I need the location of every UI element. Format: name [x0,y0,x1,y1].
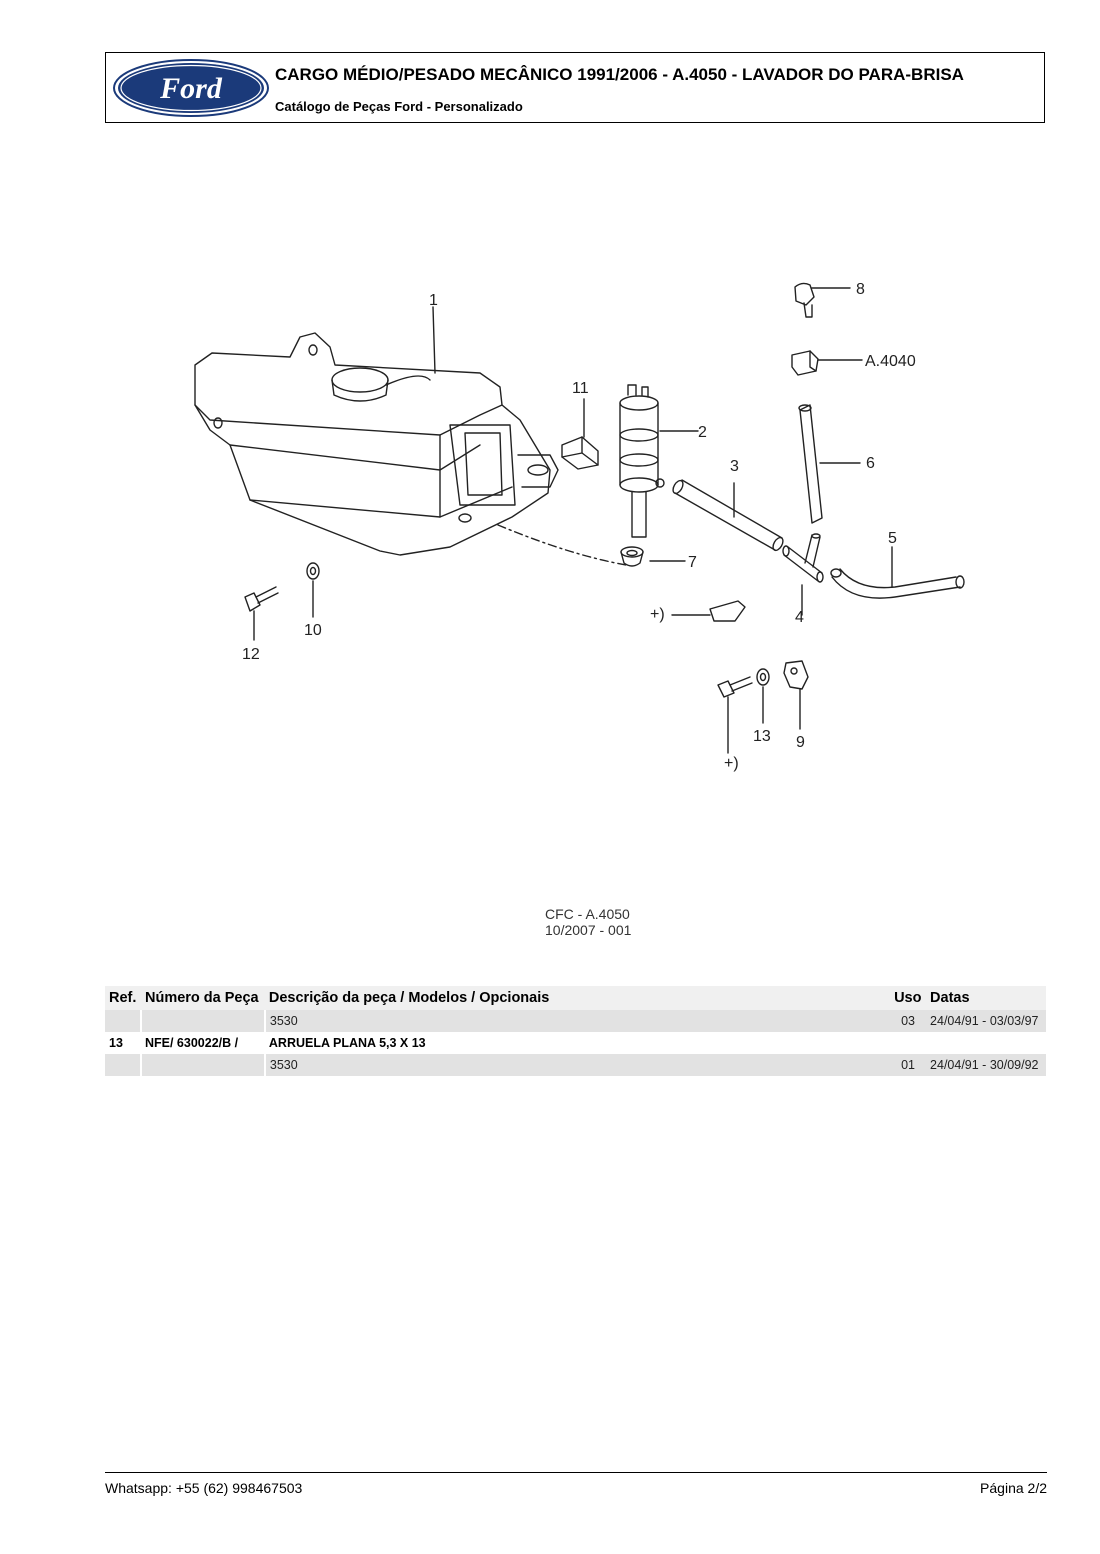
callout-12: 12 [242,646,260,663]
cell-dates [926,1032,1046,1054]
electrical-connector [561,436,599,470]
table-row: 13 NFE/ 630022/B / ARRUELA PLANA 5,3 X 1… [105,1032,1046,1054]
header-uso: Uso [890,986,927,1010]
cell-part [140,1010,266,1032]
cell-dates: 24/04/91 - 30/09/92 [926,1054,1046,1076]
footer-divider [105,1472,1047,1473]
callout-a4040: A.4040 [865,353,916,370]
callout-8: 8 [856,281,865,298]
header-ref: Ref. [105,986,141,1010]
callout-plus-cover: +) [650,606,665,623]
callout-13: 13 [753,728,771,745]
callout-5: 5 [888,530,897,547]
footer-page-number: Página 2/2 [980,1480,1047,1496]
t-connector [782,533,824,583]
clamp-9 [783,660,809,690]
cell-ref [105,1010,142,1032]
cell-ref: 13 [105,1032,141,1054]
logo-text: Ford [159,72,223,105]
washer-pump [619,384,665,538]
caption-line-1: CFC - A.4050 [545,906,630,922]
bolt-12 [244,586,279,612]
bolt-plus [717,676,753,698]
cell-uso: 01 [890,1054,927,1076]
exploded-parts-diagram: 1 2 3 4 5 6 7 8 9 10 11 12 13 A.4040 +) … [194,281,965,772]
callout-plus-bolt: +) [724,755,739,772]
washer-10 [306,562,320,580]
washer-13 [756,668,770,686]
hose-5 [831,576,961,599]
callout-10: 10 [304,622,322,639]
callout-2: 2 [698,424,707,441]
protective-cover [709,600,746,622]
hose-6 [799,404,823,524]
callout-7: 7 [688,554,697,571]
hose-3 [674,479,783,551]
callout-1: 1 [429,292,438,309]
table-row: 3530 03 24/04/91 - 03/03/97 [105,1010,1046,1032]
header-dates: Datas [926,986,1046,1010]
footer-contact: Whatsapp: +55 (62) 998467503 [105,1480,303,1496]
table-row: 3530 01 24/04/91 - 30/09/92 [105,1054,1046,1076]
cell-desc: 3530 [264,1054,891,1076]
cell-desc: ARRUELA PLANA 5,3 X 13 [264,1032,891,1054]
reference-line [497,524,627,566]
cell-uso [890,1032,927,1054]
cell-part: NFE/ 630022/B / [140,1032,265,1054]
parts-table: Ref. Número da Peça Descrição da peça / … [105,986,1047,1076]
washer-nozzle [794,282,815,318]
header-part-number: Número da Peça [140,986,265,1010]
callout-9: 9 [796,734,805,751]
callout-3: 3 [730,458,739,475]
cell-part [140,1054,266,1076]
ford-logo: Ford [113,59,269,117]
callout-6: 6 [866,455,875,472]
page-header: Ford CARGO MÉDIO/PESADO MECÂNICO 1991/20… [105,52,1045,123]
reservoir-tank [194,332,559,556]
diagram-caption: CFC - A.4050 10/2007 - 001 [545,906,631,938]
callout-11: 11 [572,380,589,397]
nozzle-body [791,350,819,376]
cell-ref [105,1054,142,1076]
caption-line-2: 10/2007 - 001 [545,922,632,938]
cell-uso: 03 [890,1010,927,1032]
cell-desc: 3530 [264,1010,891,1032]
page-title: CARGO MÉDIO/PESADO MECÂNICO 1991/2006 - … [275,65,964,84]
cell-dates: 24/04/91 - 03/03/97 [926,1010,1046,1032]
table-header-row: Ref. Número da Peça Descrição da peça / … [105,986,1046,1010]
callout-4: 4 [795,609,804,626]
header-description: Descrição da peça / Modelos / Opcionais [264,986,891,1010]
page-subtitle: Catálogo de Peças Ford - Personalizado [275,99,523,114]
grommet [620,546,644,567]
